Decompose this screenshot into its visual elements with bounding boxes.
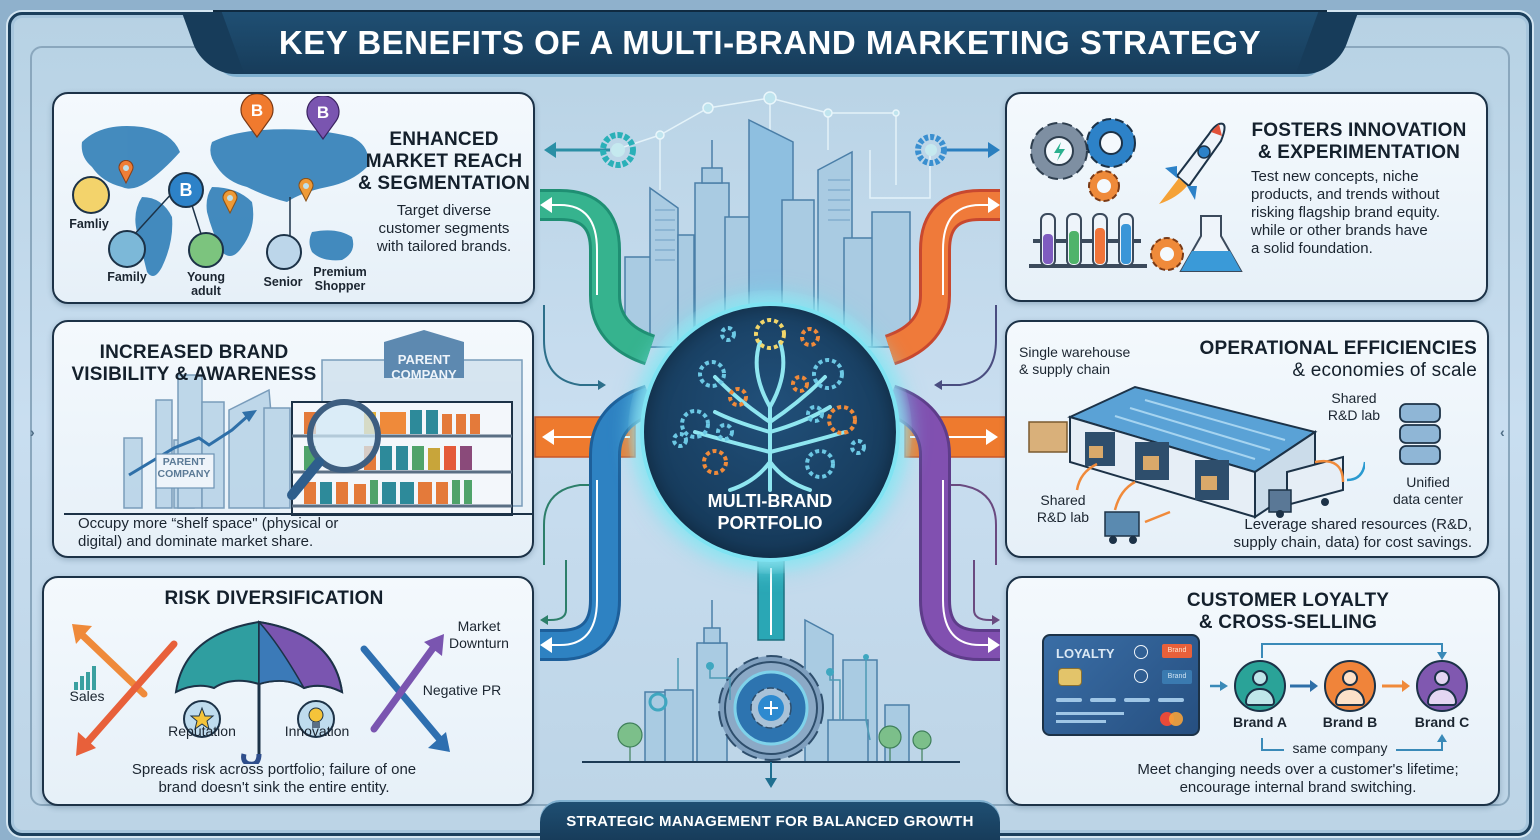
- svg-text:B: B: [317, 103, 329, 122]
- flask-icon: [1179, 215, 1243, 272]
- brand-c-label: Brand C: [1414, 714, 1470, 730]
- card-brand-badge: Brand: [1162, 670, 1192, 684]
- bar-chart-icon: [74, 666, 96, 690]
- globe-icon: [1134, 645, 1148, 659]
- page-title: KEY BENEFITS OF A MULTI-BRAND MARKETING …: [278, 24, 1262, 61]
- map-pin-icon: [118, 160, 134, 184]
- card-brand-badge: Brand: [1162, 644, 1192, 658]
- forklift-icon: [1104, 511, 1140, 544]
- chevron-left-icon: ‹: [1500, 424, 1505, 440]
- brand-b-hub-icon: B: [168, 172, 204, 208]
- warehouse-illustration: [1028, 385, 1365, 544]
- card-loyalty: CUSTOMER LOYALTY & CROSS-SELLING LOYALTY…: [1006, 576, 1500, 806]
- same-company-label: same company: [1292, 740, 1388, 756]
- visibility-illustration: [64, 330, 532, 516]
- map-pin-icon: [298, 178, 314, 202]
- chevron-right-icon: ›: [30, 424, 35, 440]
- star-icon: [183, 700, 221, 738]
- card-title: FOSTERS INNOVATION & EXPERIMENTATION: [1251, 120, 1467, 163]
- brand-b-avatar-icon: [1324, 660, 1376, 712]
- risk-illustration: [72, 620, 450, 764]
- card-description: Spreads risk across portfolio; failure o…: [131, 761, 417, 796]
- card-operational: OPERATIONAL EFFICIENCIES & economies of …: [1005, 320, 1489, 558]
- warehouse-icon: [1028, 385, 1318, 519]
- label-single-warehouse: Single warehouse& supply chain: [1019, 344, 1131, 377]
- magnifier-icon: [287, 399, 381, 500]
- card-description: Leverage shared resources (R&D, supply c…: [1233, 516, 1472, 551]
- couple-avatar-icon: [108, 230, 146, 268]
- family-avatar-icon: [72, 176, 110, 214]
- footer-banner: STRATEGIC MANAGEMENT FOR BALANCED GROWTH: [540, 802, 1000, 840]
- footer-tagline: STRATEGIC MANAGEMENT FOR BALANCED GROWTH: [566, 812, 974, 830]
- rocket-icon: [1159, 122, 1226, 204]
- map-pin-icon: [222, 190, 238, 214]
- card-risk: RISK DIVERSIFICATION Sales Reputation In…: [42, 576, 534, 806]
- brand-a-avatar-icon: [1234, 660, 1286, 712]
- tree-of-gears-icon: [672, 318, 866, 492]
- card-title: OPERATIONAL EFFICIENCIES & economies of …: [1199, 338, 1477, 381]
- label-sales: Sales: [69, 688, 105, 704]
- umbrella-icon: [174, 620, 344, 764]
- lightbulb-icon: [297, 700, 335, 738]
- svg-text:B: B: [251, 101, 263, 120]
- senior-avatar-icon: [266, 234, 302, 270]
- brand-b-pin-icon: B: [306, 96, 340, 140]
- card-title: INCREASED BRAND VISIBILITY & AWARENESS: [71, 342, 317, 385]
- card-title: CUSTOMER LOYALTY & CROSS-SELLING: [1186, 590, 1390, 633]
- title-banner: KEY BENEFITS OF A MULTI-BRAND MARKETING …: [215, 12, 1325, 74]
- segment-label-family: Family: [107, 270, 147, 284]
- brand-b-label: Brand B: [1322, 714, 1378, 730]
- truck-icon: [1268, 455, 1344, 518]
- brand-flow-diagram: [1210, 643, 1447, 751]
- label-reputation: Reputation: [168, 723, 236, 739]
- test-tubes-icon: [1029, 213, 1147, 268]
- card-chip-icon: [1058, 668, 1082, 686]
- card-description: Target diverse customer segments with ta…: [376, 202, 512, 255]
- young-adult-avatar-icon: [188, 232, 224, 268]
- card-title: ENHANCED MARKET REACH & SEGMENTATION: [357, 129, 531, 194]
- gear-icon: [1030, 122, 1088, 180]
- card-innovation: FOSTERS INNOVATION & EXPERIMENTATION Tes…: [1005, 92, 1488, 302]
- loyalty-card-icon: LOYALTY Brand Brand: [1042, 634, 1200, 736]
- label-negative-pr: Negative PR: [422, 682, 502, 698]
- hub-label: MULTI-BRAND PORTFOLIO: [640, 490, 900, 534]
- label-innovation: Innovation: [284, 723, 350, 739]
- card-description: Occupy more “shelf space" (physical or d…: [78, 515, 339, 550]
- segment-label-famliy: Famliy: [69, 217, 109, 231]
- loyalty-card-label: LOYALTY: [1056, 646, 1115, 661]
- hub-label-line2: PORTFOLIO: [717, 513, 823, 533]
- innovation-illustration: [1029, 118, 1243, 272]
- card-description: Meet changing needs over a customer's li…: [1137, 761, 1459, 796]
- brand-c-avatar-icon: [1416, 660, 1468, 712]
- world-map-icon: [81, 126, 368, 276]
- hub-label-line1: MULTI-BRAND: [707, 491, 833, 511]
- card-description: Test new concepts, niche products, and t…: [1251, 168, 1440, 257]
- globe-icon: [1134, 669, 1148, 683]
- server-stack-icon: [1399, 403, 1441, 465]
- segment-label-senior: Senior: [263, 275, 303, 289]
- brand-a-label: Brand A: [1233, 714, 1287, 730]
- brand-b-pin-icon: B: [240, 94, 274, 138]
- card-title: RISK DIVERSIFICATION: [164, 588, 384, 609]
